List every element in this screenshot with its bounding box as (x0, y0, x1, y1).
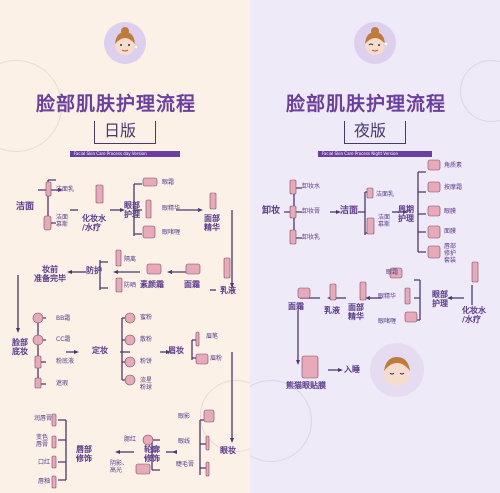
product-remover-cream: 卸妆膏 (302, 208, 321, 215)
product-eyeliner: 眼线 (178, 438, 191, 445)
product-cleanser-mousse: 洁面 慕斯 (56, 214, 69, 229)
page-subtitle: 日版 (104, 121, 137, 140)
caption-band: Facial Skin Care Process day Version (70, 151, 180, 157)
product-mascara: 睫毛膏 (176, 461, 195, 468)
step-contour: 轮廓 修饰 (144, 445, 160, 464)
step-toner: 化妆水 /水疗 (462, 306, 486, 325)
product-eye-essence: 眼精华 (378, 293, 397, 300)
product-brow-pencil: 眉笔 (206, 333, 219, 340)
product-lip-care-set: 唇部 修护 套装 (444, 243, 457, 265)
page-subtitle: 夜版 (354, 121, 387, 140)
product-eye-mask: 眼膜 (444, 208, 457, 215)
product-concealer: 遮瑕 (56, 380, 69, 387)
subtitle-frame (94, 121, 156, 144)
product-eye-essence: 眼精华 (162, 205, 181, 212)
step-protect: 防护 (86, 266, 102, 275)
product-mask: 面膜 (444, 228, 457, 235)
step-face-essence: 面部 精华 (204, 214, 220, 233)
step-plain-cream: 素颜霜 (140, 280, 164, 289)
step-remove: 卸妆 (262, 206, 281, 216)
step-brow: 眉妆 (168, 346, 184, 355)
step-panda-patch: 熊猫眼贴膜 (286, 381, 326, 390)
day-panel: 脸部肌肤护理流程 日版 Facial Skin Care Process day… (0, 0, 250, 493)
product-lip-balm: 润唇膏 (34, 415, 53, 422)
step-set: 定妆 (92, 346, 108, 355)
product-eye-cream: 眼霜 (162, 179, 175, 186)
step-lip: 唇部 修饰 (76, 445, 92, 464)
product-cleanser-milk: 洁面乳 (56, 186, 75, 193)
product-eye-gel: 眼啫喱 (378, 318, 397, 325)
product-brow-powder: 眉粉 (210, 355, 223, 362)
step-lotion: 乳液 (324, 306, 340, 315)
step-face-cream: 面霜 (288, 302, 304, 311)
product-tinted-lip: 变色 唇膏 (36, 434, 49, 449)
product-loose-powder-block: 蜜粉 (140, 314, 153, 321)
product-foundation: 粉底液 (56, 358, 75, 365)
product-powder-cake: 粉饼 (140, 358, 153, 365)
product-exfoliant: 角质素 (444, 162, 463, 169)
step-clean: 洁面 (340, 206, 359, 216)
product-sunscreen: 防晒 (124, 282, 137, 289)
caption-text: Facial Skin Care Process Night Version (322, 151, 399, 156)
product-lip-gloss: 唇釉 (38, 478, 51, 485)
step-face-essence: 面部 精华 (348, 303, 364, 322)
product-cleanser-mousse: 洁面 慕斯 (378, 214, 391, 229)
product-flow-powder: 流星 粉球 (140, 377, 153, 392)
caption-text: Facial Skin Care Process day Version (74, 151, 147, 156)
product-eyeshadow: 眼影 (178, 413, 191, 420)
step-sleep: 入睡 (344, 365, 360, 374)
night-panel: 脸部肌肤护理流程 夜版 Facial Skin Care Process Nig… (250, 0, 500, 493)
product-isolation: 隔离 (124, 256, 137, 263)
product-cc: CC霜 (56, 336, 71, 343)
step-weekly: 周期 护理 (398, 205, 414, 224)
product-lipstick: 口红 (38, 459, 51, 466)
page-title: 脸部肌肤护理流程 (36, 93, 197, 115)
step-eye-makeup: 眼妆 (220, 446, 236, 455)
product-cleanser-milk: 洁面乳 (376, 191, 395, 198)
product-shadow-highlight: 阴影、 高光 (110, 460, 129, 475)
step-clean: 洁面 (16, 202, 35, 212)
product-eye-gel: 眼啫喱 (162, 229, 181, 236)
girl-avatar-icon (104, 22, 146, 64)
step-toner: 化妆水 /水疗 (82, 214, 106, 233)
step-eye-care: 眼部 护理 (124, 201, 140, 220)
step-pre-makeup: 妆前 准备完毕 (34, 265, 66, 284)
flow-arrow-icon (284, 159, 479, 379)
product-remover-milk: 卸妆乳 (302, 234, 321, 241)
sleeping-girl-icon (370, 343, 424, 397)
caption-band: Facial Skin Care Process Night Version (318, 151, 432, 157)
step-eye-care: 眼部 护理 (432, 290, 448, 309)
page-title: 脸部肌肤护理流程 (286, 93, 447, 115)
flow-arrow-icon (16, 177, 234, 489)
step-lotion: 乳液 (220, 286, 236, 295)
product-loose-powder: 散粉 (140, 336, 153, 343)
subtitle-frame (344, 121, 406, 144)
step-face-cream: 面霜 (184, 280, 200, 289)
product-remover-water: 卸妆水 (302, 183, 321, 190)
product-bb: BB霜 (56, 315, 71, 322)
product-massage-cream: 按摩霜 (444, 184, 463, 191)
product-eye-cream: 眼霜 (386, 269, 399, 276)
step-base: 脸部 底妆 (12, 338, 28, 357)
girl-avatar-icon (354, 22, 396, 64)
product-blush: 腮红 (124, 436, 137, 443)
